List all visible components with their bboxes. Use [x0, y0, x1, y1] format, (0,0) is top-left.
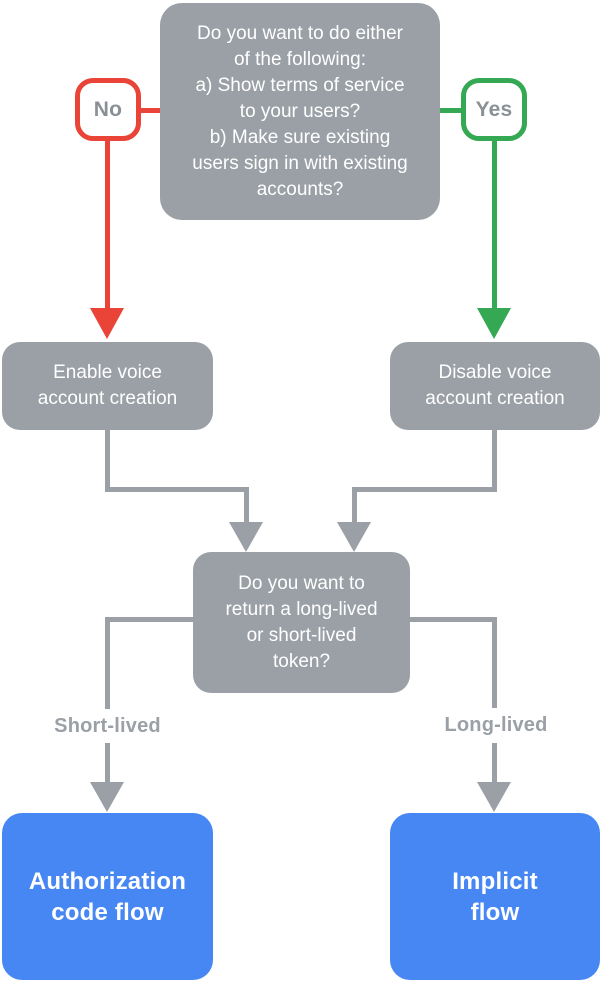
arrowhead-enable-icon: [229, 522, 263, 552]
arrowhead-longlived-icon: [477, 782, 511, 812]
arrowhead-no-icon: [90, 308, 124, 339]
edge-enable-down: [105, 430, 110, 492]
process-node-enable-voice-account-creation: Enable voice account creation: [2, 342, 213, 430]
arrowhead-disable-icon: [337, 522, 371, 552]
edge-disable-down: [492, 430, 497, 492]
edge-disable-drop: [352, 487, 357, 523]
edge-disable-across: [352, 487, 497, 492]
arrowhead-shortlived-icon: [90, 782, 124, 812]
edge-no-vertical: [105, 139, 110, 309]
edge-shortlived-vertical: [105, 617, 110, 783]
edge-longlived-vertical: [492, 617, 497, 783]
edge-longlived-horizontal: [410, 617, 497, 622]
edge-enable-across: [105, 487, 249, 492]
no-branch-badge: No: [75, 78, 141, 141]
terminal-node-implicit-flow: Implicit flow: [390, 813, 600, 980]
edge-enable-drop: [244, 487, 249, 523]
edge-yes-vertical: [492, 138, 497, 309]
decision-node-show-terms-question: Do you want to do either of the followin…: [160, 3, 440, 220]
process-node-disable-voice-account-creation: Disable voice account creation: [390, 342, 600, 430]
arrowhead-yes-icon: [477, 308, 511, 339]
edge-no-horizontal: [139, 108, 162, 113]
edge-shortlived-horizontal: [105, 617, 193, 622]
yes-branch-badge: Yes: [461, 78, 527, 141]
short-lived-branch-label: Short-lived: [22, 709, 193, 743]
terminal-node-authorization-code-flow: Authorization code flow: [2, 813, 213, 980]
long-lived-branch-label: Long-lived: [410, 708, 582, 743]
edge-yes-horizontal: [438, 108, 463, 113]
decision-node-token-lifetime-question: Do you want to return a long-lived or sh…: [193, 552, 410, 693]
